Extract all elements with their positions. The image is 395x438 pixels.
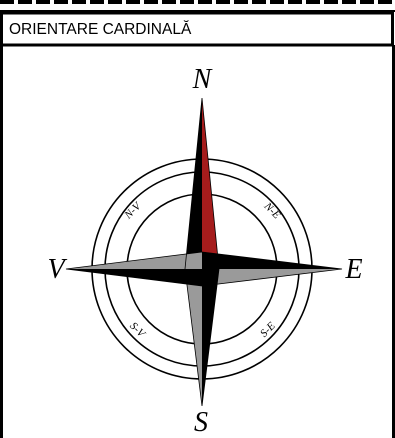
top-dashed-border	[0, 2, 395, 11]
label-north: N	[192, 64, 213, 95]
label-se: S-E	[258, 320, 278, 340]
label-nw: N-V	[122, 199, 145, 222]
page-title: ORIENTARE CARDINALĂ	[9, 21, 191, 39]
label-west: V	[47, 254, 67, 285]
label-sw: S-V	[127, 320, 148, 341]
label-south: S	[194, 407, 208, 438]
label-east: E	[344, 254, 362, 285]
label-ne: N-E	[261, 200, 283, 222]
